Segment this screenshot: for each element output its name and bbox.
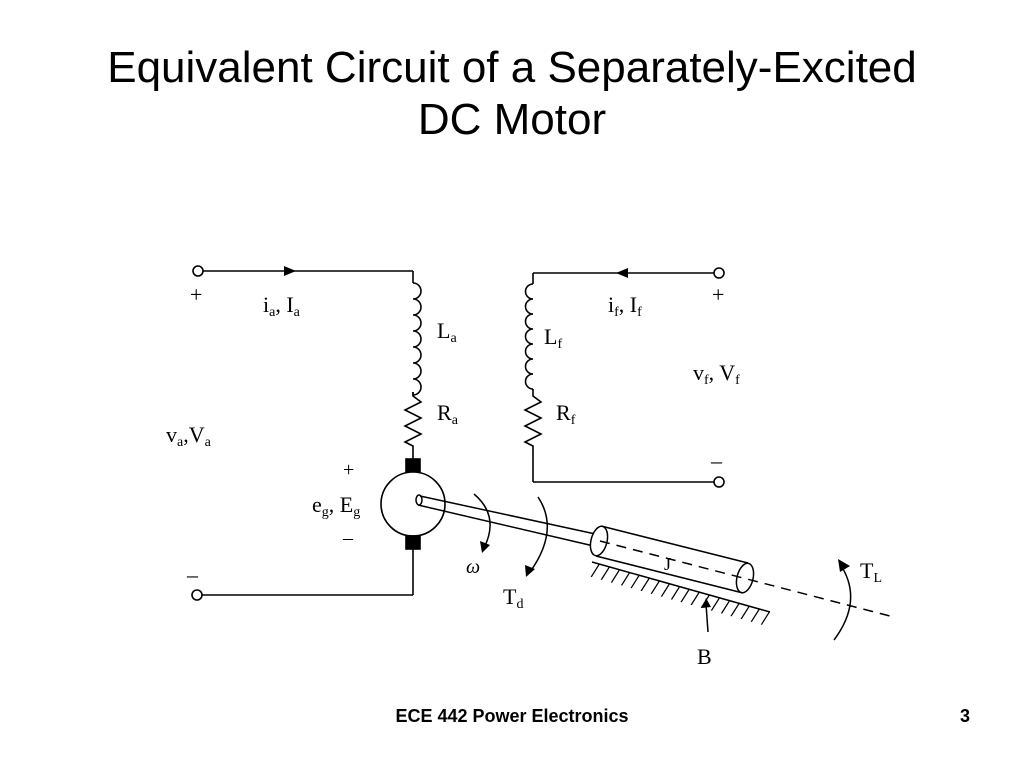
field-resistance-label: Rf [556,400,576,428]
armature-resistance-label: Ra [437,400,459,428]
inertia-cylinder-front [589,525,609,557]
armature-inductance-label: La [437,318,457,346]
speed-arrowhead [480,541,490,553]
back-emf-plus-sign: + [343,459,354,481]
armature-inductor-coil [412,282,422,396]
friction-surface [591,561,771,613]
armature-rotor [380,471,446,537]
shaft-edge-top [419,495,601,536]
page-number: 3 [959,706,970,726]
inertia-label: J [664,554,671,574]
friction-pointer [705,603,709,633]
back-emf-minus-sign: – [342,527,354,549]
slide-title-line-2: DC Motor [417,95,607,144]
brush-top [405,458,421,473]
load-torque-label: TL [860,558,882,586]
developed-torque-label: Td [503,584,523,612]
field-inductor-coil [524,283,534,390]
developed-torque-arrowhead [525,565,535,577]
speed-arc [473,493,491,549]
friction-label: B [697,644,712,669]
field-terminal-bottom [713,476,725,488]
armature-plus-sign: + [190,282,202,307]
armature-voltage-label: va,Va [166,422,212,450]
field-terminal-top [713,267,725,279]
armature-current-arrow [284,266,296,276]
inertia-cylinder-bottom [595,555,744,594]
field-plus-sign: + [712,282,724,307]
field-inductance-label: Lf [544,324,562,352]
field-resistor [523,389,543,456]
shaft-end [415,494,423,506]
footer-course-title: ECE 442 Power Electronics [395,706,629,726]
slide-title-line-1: Equivalent Circuit of a Separately-Excit… [107,43,917,92]
slide-title: Equivalent Circuit of a Separately-Excit… [0,42,1024,146]
field-circuit [523,267,725,488]
mechanical-system [415,493,891,641]
armature-minus-sign: – [186,562,199,587]
armature-circuit [191,265,446,601]
load-torque-arrowhead [838,559,850,572]
field-current-label: if, If [608,292,642,320]
inertia-cylinder-back [735,562,755,594]
back-emf-label: eg, Eg [312,492,360,520]
armature-current-label: ia, Ia [263,292,301,320]
speed-label: ω [466,556,480,578]
load-torque-arc [833,563,852,641]
field-voltage-label: vf, Vf [693,360,740,388]
field-minus-sign: – [710,448,723,473]
brush-bottom [405,535,421,550]
armature-terminal-bottom [191,589,203,601]
armature-resistor [403,392,423,460]
inertia-cylinder-top [600,525,749,564]
shaft-edge-bottom [417,504,599,548]
friction-pointer-arrowhead [702,598,711,608]
developed-torque-arc [529,496,549,573]
armature-terminal-top [192,265,204,277]
field-current-arrow [616,268,628,278]
friction-hatch [588,562,770,626]
